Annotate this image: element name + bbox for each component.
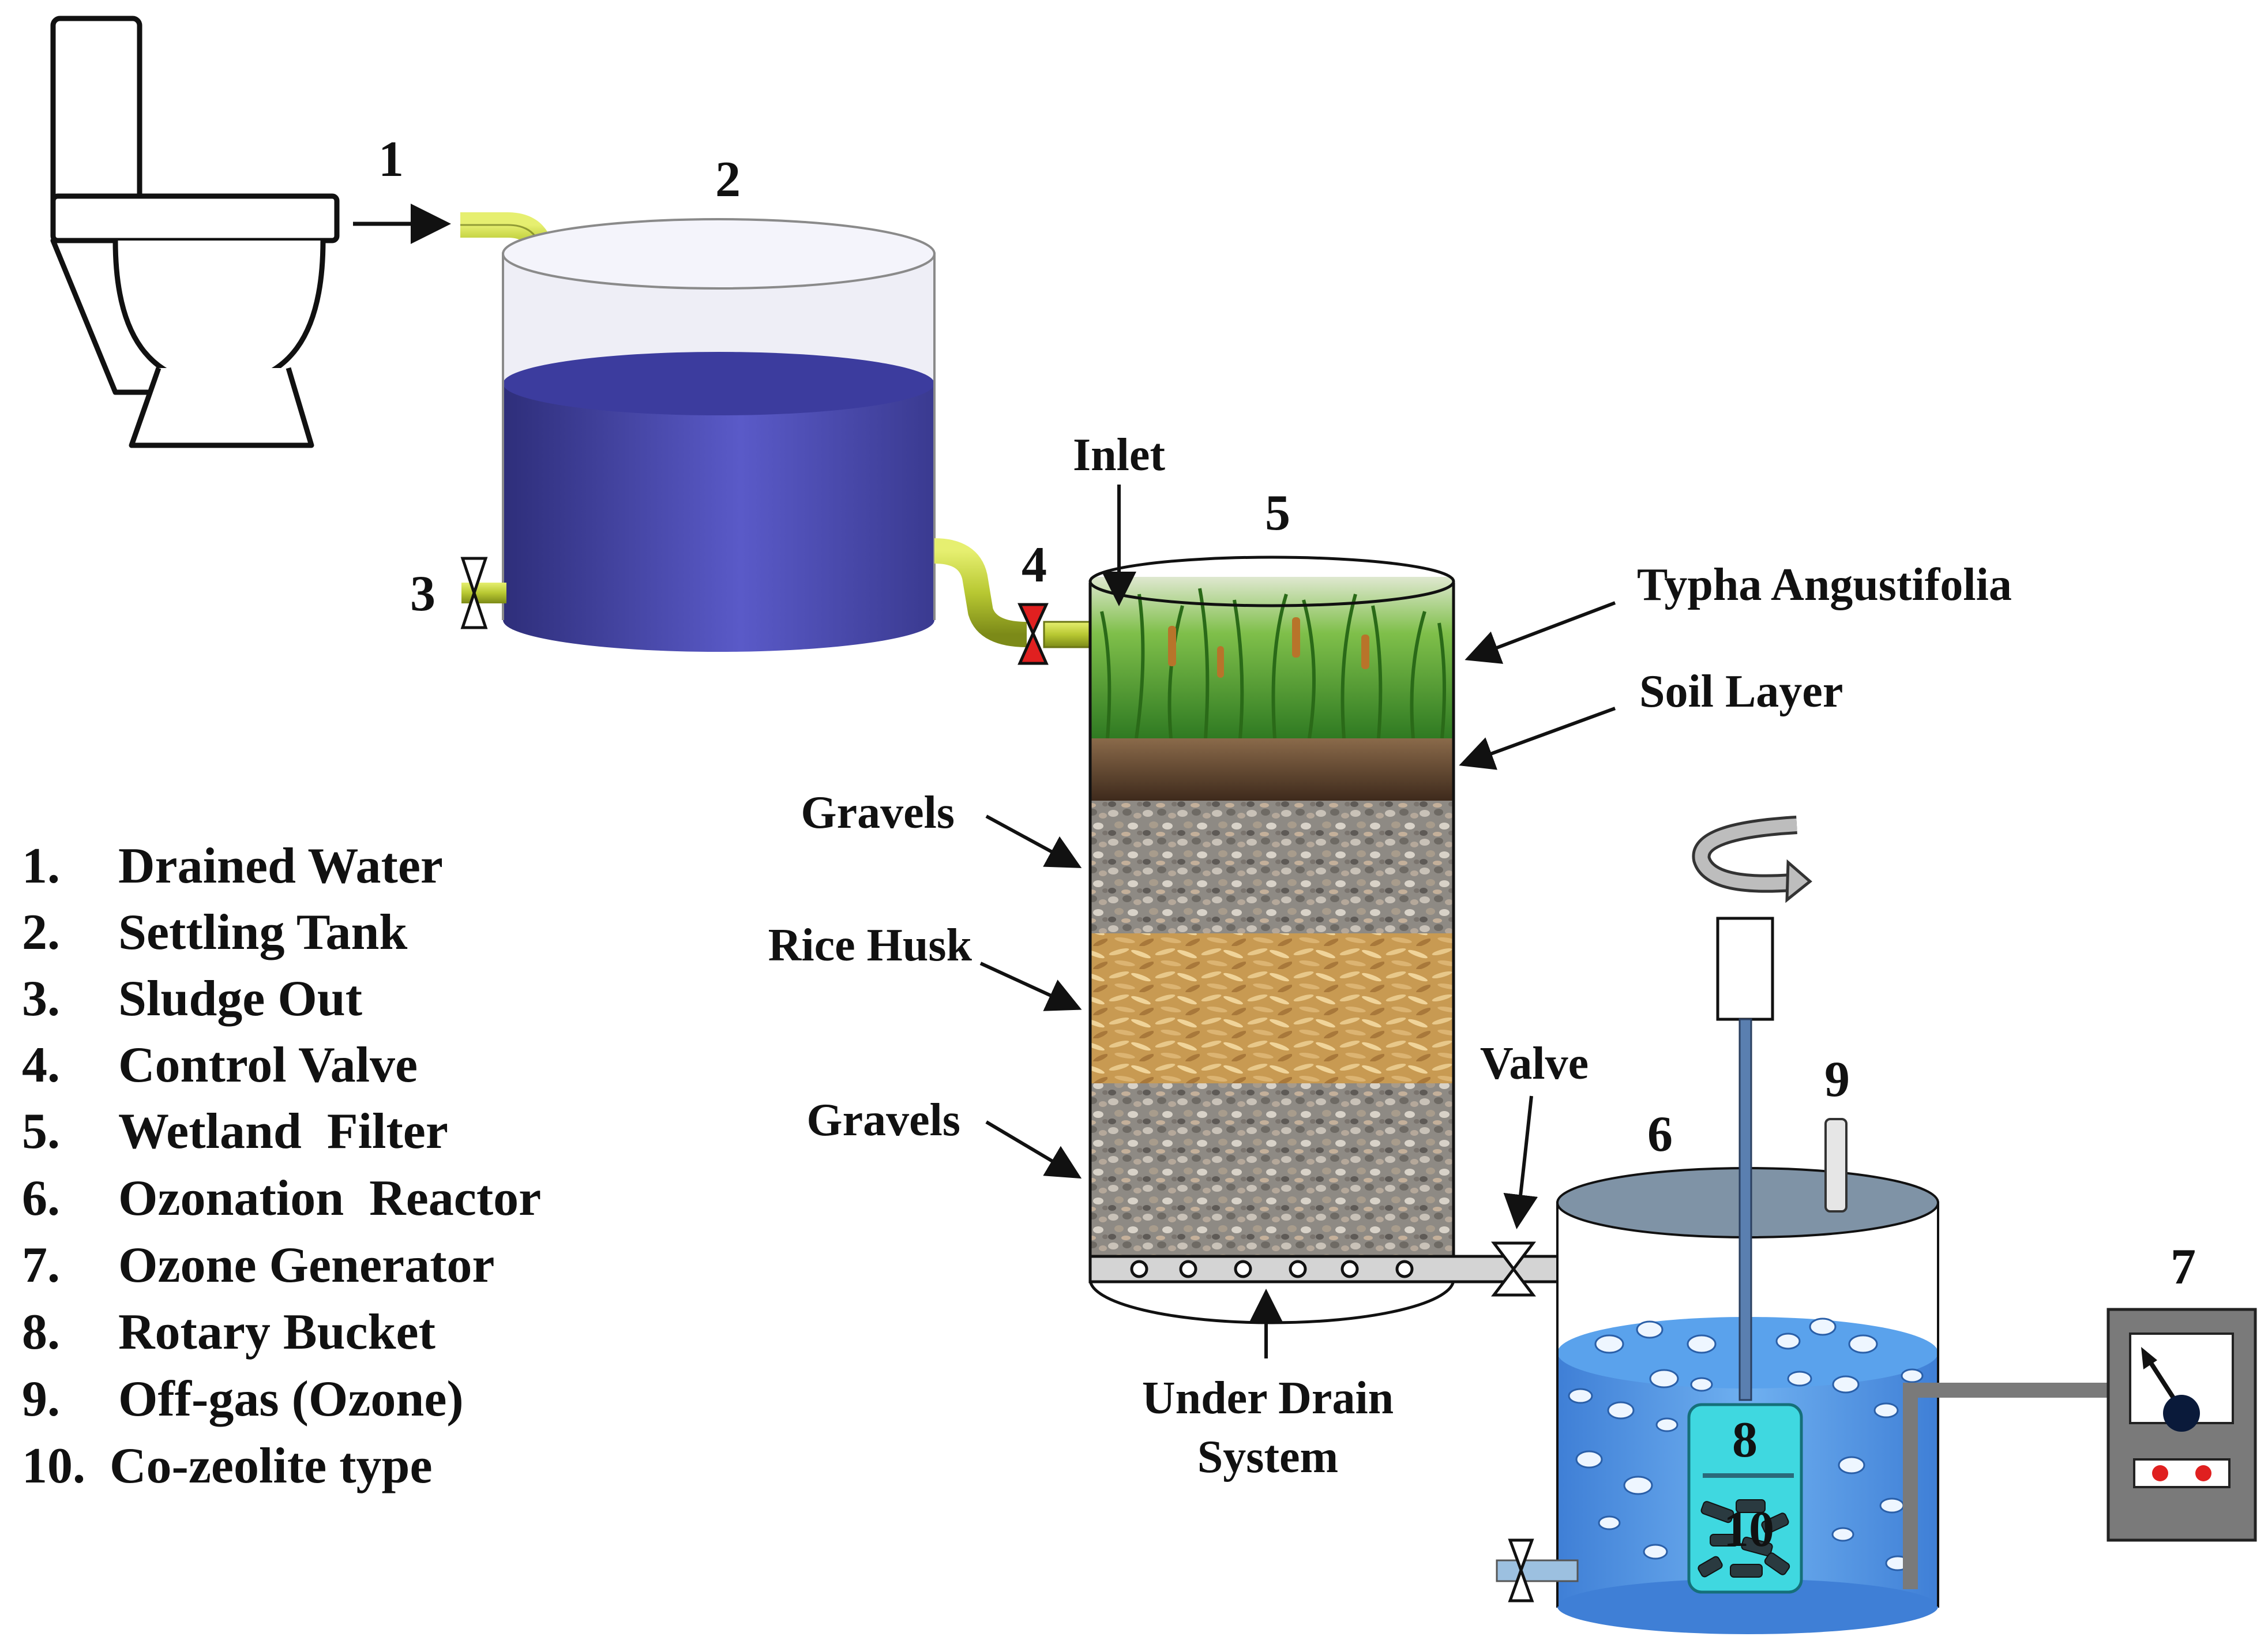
legend-label-10: Co-zeolite type	[110, 1438, 433, 1494]
soil-layer	[1090, 738, 1454, 801]
legend-num-4: 4.	[22, 1037, 60, 1093]
label-number-2: 2	[715, 152, 741, 208]
legend-num-1: 1.	[22, 838, 60, 894]
tank-outlet-pipe	[934, 538, 1027, 647]
rice-husk-layer	[1090, 933, 1454, 1083]
legend-label-9: Off-gas (Ozone)	[118, 1371, 464, 1427]
soil-arrow	[1459, 707, 1616, 770]
legend-label-2: Settling Tank	[118, 904, 407, 960]
control-valve-icon	[1017, 603, 1049, 665]
sludge-valve-icon	[460, 557, 488, 629]
rotary-bucket	[1687, 1403, 1803, 1594]
under-drain-label-line1: Under Drain	[1142, 1373, 1394, 1424]
settling-tank	[502, 218, 936, 652]
legend-label-5: Wetland Filter	[118, 1103, 448, 1159]
label-number-10: 10	[1723, 1502, 1774, 1557]
inlet-label: Inlet	[1073, 430, 1165, 481]
wetland-filter-column	[1088, 555, 1585, 1324]
valve-label: Valve	[1480, 1038, 1589, 1089]
legend: 1. Drained Water 2. Settling Tank 3. Slu…	[22, 838, 541, 1494]
gravels-top-arrow	[985, 815, 1082, 868]
legend-num-10: 10.	[22, 1438, 85, 1494]
legend-label-4: Control Valve	[118, 1037, 418, 1093]
rice-husk-arrow	[979, 962, 1082, 1011]
legend-label-7: Ozone Generator	[118, 1237, 494, 1293]
rotation-arrow-icon	[1692, 816, 1812, 903]
legend-num-5: 5.	[22, 1103, 60, 1159]
soil-layer-label: Soil Layer	[1639, 666, 1843, 717]
legend-label-6: Ozonation Reactor	[118, 1170, 541, 1226]
legend-num-6: 6.	[22, 1170, 60, 1226]
label-number-5: 5	[1265, 485, 1290, 541]
sludge-out-pipe	[461, 583, 506, 603]
legend-num-8: 8.	[22, 1304, 60, 1360]
reactor-drain-valve-icon	[1508, 1538, 1534, 1602]
rice-husk-label: Rice Husk	[768, 920, 972, 971]
co-zeolite-pellets	[1698, 1499, 1790, 1578]
gravels-bottom-arrow	[985, 1120, 1082, 1179]
legend-num-9: 9.	[22, 1371, 60, 1427]
label-number-4: 4	[1022, 537, 1047, 593]
gravel-layer-bottom	[1090, 1083, 1454, 1256]
legend-label-3: Sludge Out	[118, 971, 362, 1027]
drain-valve-icon	[1490, 1241, 1537, 1297]
legend-label-1: Drained Water	[118, 838, 443, 894]
label-number-1: 1	[378, 132, 404, 187]
typha-label: Typha Angustifolia	[1637, 560, 2012, 610]
gravels-bottom-label: Gravels	[806, 1095, 960, 1146]
under-drain-label-line2: System	[1197, 1432, 1338, 1482]
gravel-layer-top	[1090, 801, 1454, 933]
ozone-feed-line	[1903, 1383, 2111, 1589]
label-number-3: 3	[410, 566, 435, 622]
legend-label-8: Rotary Bucket	[118, 1304, 435, 1360]
toilet-icon	[50, 16, 340, 448]
legend-num-3: 3.	[22, 971, 60, 1027]
label-number-6: 6	[1647, 1106, 1673, 1162]
gravels-top-label: Gravels	[801, 787, 955, 838]
label-number-9: 9	[1824, 1052, 1850, 1108]
typha-arrow	[1465, 601, 1616, 664]
label-number-8: 8	[1732, 1412, 1758, 1468]
label-number-7: 7	[2171, 1239, 2196, 1295]
reactor-drain-pipe	[1496, 1559, 1579, 1582]
off-gas-tube	[1824, 1118, 1848, 1213]
legend-num-2: 2.	[22, 904, 60, 960]
rotary-shaft	[1716, 917, 1774, 1401]
valve-arrow	[1503, 1095, 1538, 1229]
ozone-generator	[2106, 1308, 2257, 1542]
legend-num-7: 7.	[22, 1237, 60, 1293]
